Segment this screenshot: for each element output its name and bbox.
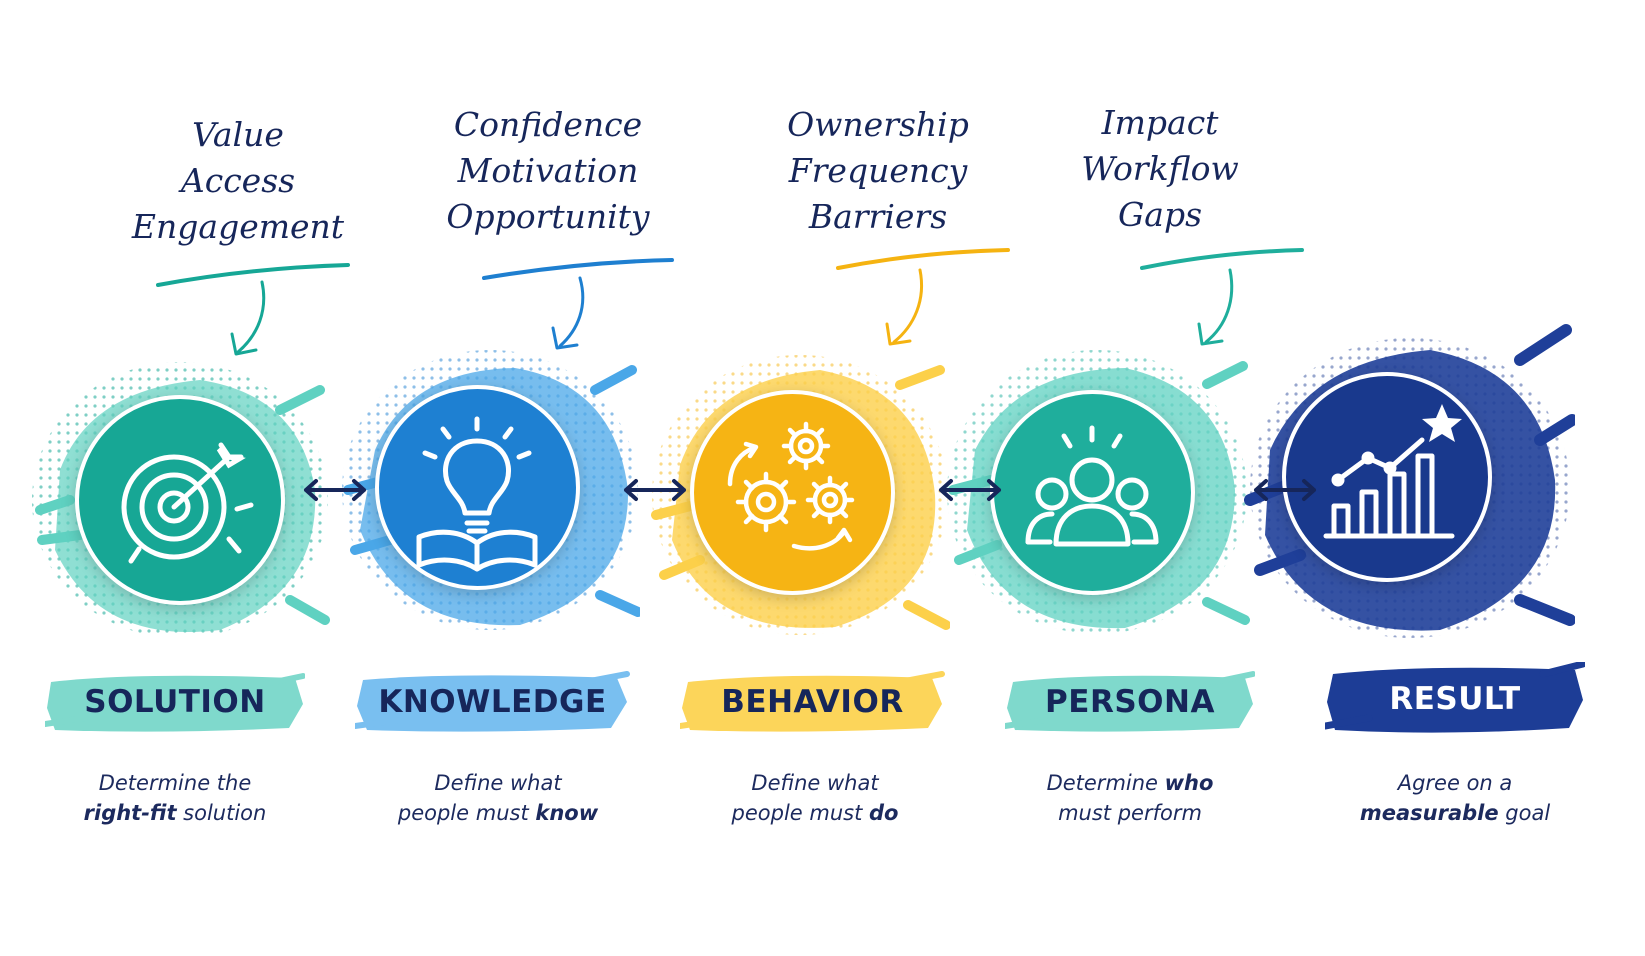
desc-bold: measurable (1359, 801, 1499, 825)
note-behavior: Ownership Frequency Barriers (758, 102, 998, 240)
double-arrow-icon (304, 479, 366, 501)
step-circle (1282, 372, 1492, 582)
desc-behavior: Define what people must do (665, 768, 965, 828)
desc-line: measurable goal (1305, 798, 1605, 828)
label-behavior: BEHAVIOR (680, 668, 945, 736)
label-solution: SOLUTION (45, 668, 305, 736)
underline-knowledge (482, 258, 674, 280)
label-result: RESULT (1325, 662, 1585, 738)
arrow-solution (236, 280, 266, 354)
arrowhead-behavior (885, 322, 912, 346)
note-line: Engagement (131, 207, 345, 246)
desc-knowledge: Define what people must know (348, 768, 648, 828)
step-circle (75, 395, 285, 605)
note-line: Frequency (788, 151, 968, 190)
desc-line: Agree on a (1397, 771, 1513, 795)
step-label: RESULT (1389, 681, 1521, 717)
desc-line: Determine who (980, 768, 1280, 798)
note-knowledge: Confidence Motivation Opportunity (428, 102, 668, 240)
desc-line: Determine the (98, 771, 252, 795)
label-knowledge: KNOWLEDGE (355, 668, 630, 736)
note-line: Gaps (1117, 195, 1203, 234)
double-arrow-icon (939, 479, 1001, 501)
brush-stroke (355, 671, 630, 732)
step-behavior (650, 345, 950, 645)
step-label: KNOWLEDGE (378, 684, 607, 720)
step-circle (375, 385, 580, 590)
underline-persona (1140, 248, 1304, 270)
desc-line: people must know (348, 798, 648, 828)
step-label: PERSONA (1045, 684, 1215, 720)
desc-bold: right-fit (83, 801, 177, 825)
desc-pre: people must (731, 801, 869, 825)
note-line: Motivation (457, 151, 639, 190)
desc-pre: Determine (1046, 771, 1165, 795)
brush-stroke (1005, 671, 1255, 732)
step-solution (30, 350, 330, 650)
desc-line: Define what (434, 771, 562, 795)
lightbulb-book-icon (416, 416, 538, 572)
brush-stroke (1325, 662, 1585, 733)
brush-stroke (45, 673, 305, 732)
gears-icon (727, 421, 855, 551)
star-icon (1422, 404, 1462, 442)
note-line: Access (180, 161, 296, 200)
note-line: Barriers (808, 197, 948, 236)
note-line: Workflow (1081, 149, 1239, 188)
label-persona: PERSONA (1005, 668, 1255, 736)
arrow-behavior (892, 268, 924, 344)
desc-solution: Determine the right-fit solution (25, 768, 325, 828)
desc-rest: goal (1498, 801, 1551, 825)
step-circle (690, 390, 895, 595)
step-circle (990, 390, 1195, 595)
desc-result: Agree on a measurable goal (1305, 768, 1605, 828)
desc-bold: who (1164, 771, 1214, 795)
desc-line: people must do (665, 798, 965, 828)
note-solution: Value Access Engagement (118, 112, 358, 250)
desc-rest: solution (176, 801, 267, 825)
desc-pre: people must (397, 801, 536, 825)
note-line: Ownership (787, 105, 969, 144)
target-icon (121, 442, 254, 564)
note-line: Opportunity (446, 197, 650, 236)
people-icon (1025, 425, 1159, 547)
note-line: Impact (1101, 103, 1219, 142)
desc-bold: know (535, 801, 599, 825)
arrowhead-persona (1197, 322, 1224, 346)
double-arrow-icon (624, 479, 686, 501)
note-persona: Impact Workflow Gaps (1040, 100, 1280, 238)
arrowhead-knowledge (551, 326, 579, 350)
double-arrow-icon (1254, 479, 1316, 501)
note-line: Confidence (453, 105, 643, 144)
step-label: BEHAVIOR (721, 684, 904, 720)
step-knowledge (340, 340, 640, 640)
growth-chart-icon (1323, 404, 1462, 539)
arrow-knowledge (558, 276, 585, 348)
brush-stroke (680, 671, 945, 732)
desc-persona: Determine who must perform (980, 768, 1280, 828)
step-persona (945, 340, 1250, 645)
step-result (1240, 320, 1575, 650)
arrow-persona (1204, 268, 1234, 344)
underline-behavior (836, 248, 1010, 270)
note-line: Value (192, 115, 284, 154)
underline-solution (156, 263, 350, 287)
desc-line: right-fit solution (25, 798, 325, 828)
arrowhead-solution (230, 332, 258, 356)
desc-line: must perform (1058, 801, 1202, 825)
desc-line: Define what (751, 771, 879, 795)
desc-bold: do (869, 801, 899, 825)
step-label: SOLUTION (84, 684, 266, 720)
